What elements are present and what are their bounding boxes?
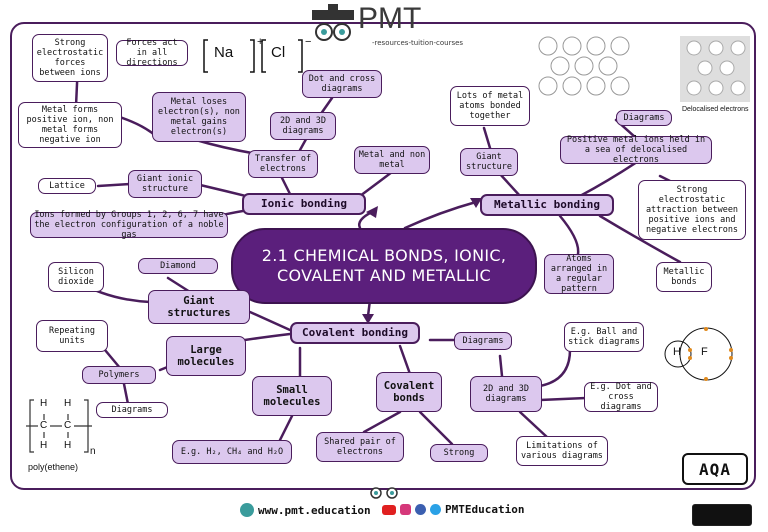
large-molecules-box: Large molecules	[166, 336, 246, 376]
logo-text: PMT	[358, 2, 422, 35]
giant-structures-box: Giant structures	[148, 290, 250, 324]
central-topic: 2.1 CHEMICAL BONDS, IONIC, COVALENT AND …	[231, 228, 537, 304]
eg-dot-cross-box: E.g. Dot and cross diagrams	[584, 382, 658, 412]
strong-box: Strong	[430, 444, 488, 462]
aqa-badge: AQA	[682, 453, 748, 485]
chlorine-symbol: Cl	[271, 44, 286, 61]
lattice-box: Lattice	[38, 178, 96, 194]
dot-cross-diagrams-box: Dot and cross diagrams	[302, 70, 382, 98]
limitations-box: Limitations of various diagrams	[516, 436, 608, 466]
strong-forces-box: Strong electrostatic forces between ions	[32, 34, 108, 82]
small-molecules-box: Small molecules	[252, 376, 332, 416]
hf-hydrogen-label: H	[673, 346, 681, 358]
polyethene-h-top-left: H	[40, 398, 48, 409]
facebook-icon	[415, 504, 426, 515]
glasses-icon	[370, 487, 398, 499]
metal-and-nonmetal-box: Metal and non metal	[354, 146, 430, 174]
social-link[interactable]: PMTEducation	[382, 503, 524, 516]
metallic-giant-structure-box: Giant structure	[460, 148, 518, 176]
pmt-logo-icon	[312, 4, 354, 41]
hf-fluorine-label: F	[701, 346, 708, 358]
central-title-line2: COVALENT AND METALLIC	[277, 266, 491, 285]
polyethene-h-bottom-right: H	[64, 440, 72, 451]
positive-metal-ions-box: Positive metal ions held in a sea of del…	[560, 135, 712, 165]
globe-icon	[240, 503, 254, 517]
strong-attraction-box: Strong electrostatic attraction between …	[638, 180, 746, 240]
metallic-diagrams-box: Diagrams	[616, 110, 672, 126]
metal-forms-ion-box: Metal forms positive ion, non metal form…	[18, 102, 122, 148]
logo-subtitle: -resources-tuition-courses	[372, 39, 464, 47]
polymer-diagrams-box: Diagrams	[96, 402, 168, 418]
map-frame	[10, 22, 756, 490]
covalent-bonding-heading: Covalent bonding	[290, 322, 420, 344]
polyethene-h-top-right: H	[64, 398, 72, 409]
ball-stick-box: E.g. Ball and stick diagrams	[564, 322, 644, 352]
website-text: www.pmt.education	[258, 503, 371, 517]
ionic-bonding-heading: Ionic bonding	[242, 193, 366, 215]
covalent-2d3d-diagrams-box: 2D and 3D diagrams	[470, 376, 542, 412]
polyethene-n: n	[90, 446, 96, 457]
polyethene-caption: poly(ethene)	[28, 462, 79, 472]
metallic-bonds-box: Metallic bonds	[656, 262, 712, 292]
ionic-2d3d-diagrams-box: 2D and 3D diagrams	[270, 112, 336, 140]
shared-pair-box: Shared pair of electrons	[316, 432, 404, 462]
creative-commons-license-icon	[692, 504, 752, 526]
delocalised-electrons-caption: Delocalised electrons	[682, 106, 749, 113]
polymers-box: Polymers	[82, 366, 156, 384]
small-molecule-examples-box: E.g. H₂, CH₄ and H₂O	[172, 440, 292, 464]
diamond-box: Diamond	[138, 258, 218, 274]
atoms-arranged-box: Atoms arranged in a regular pattern	[544, 254, 614, 294]
polyethene-h-bottom-left: H	[40, 440, 48, 451]
polyethene-c-right: C	[64, 420, 72, 431]
sodium-charge: +	[257, 36, 264, 48]
silicon-dioxide-box: Silicon dioxide	[48, 262, 104, 292]
forces-all-directions-box: Forces act in all directions	[116, 38, 188, 68]
sodium-symbol: Na	[214, 44, 234, 61]
central-title-line1: 2.1 CHEMICAL BONDS, IONIC,	[261, 246, 507, 265]
metallic-bonding-heading: Metallic bonding	[480, 194, 614, 216]
repeating-units-box: Repeating units	[36, 320, 108, 352]
website-link[interactable]: www.pmt.education	[240, 503, 371, 517]
twitter-icon	[430, 504, 441, 515]
social-text: PMTEducation	[445, 503, 525, 516]
instagram-icon	[400, 504, 411, 515]
youtube-icon	[382, 504, 396, 515]
polyethene-c-left: C	[40, 420, 48, 431]
ions-formed-box: Ions formed by Groups 1, 2, 6, 7 have th…	[30, 210, 228, 240]
covalent-bonds-box: Covalent bonds	[376, 372, 442, 412]
metal-loses-electrons-box: Metal loses electron(s), non metal gains…	[152, 92, 246, 142]
transfer-electrons-box: Transfer of electrons	[248, 150, 318, 178]
giant-ionic-structure-box: Giant ionic structure	[128, 170, 202, 198]
chlorine-charge: −	[305, 36, 312, 48]
covalent-diagrams-box: Diagrams	[454, 332, 512, 350]
lots-metal-atoms-box: Lots of metal atoms bonded together	[450, 86, 530, 126]
